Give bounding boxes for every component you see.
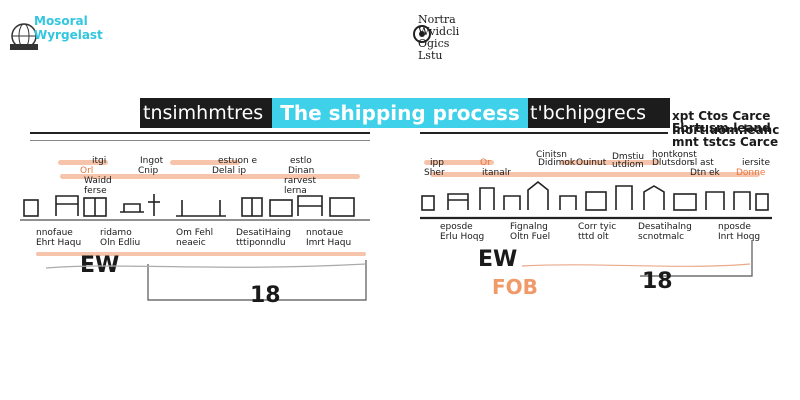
highlight-stroke <box>170 160 240 165</box>
highlight-stroke <box>430 172 760 177</box>
step-label: estlo <box>290 156 312 166</box>
highlight-stroke <box>60 174 360 179</box>
step-label: sl ast <box>690 158 714 168</box>
header-right-line: mnt tstcs Carce <box>672 135 779 149</box>
left-bracket <box>45 260 367 301</box>
highlight-stroke <box>424 160 494 165</box>
step-label: Cinitsn <box>536 150 567 160</box>
header-right-line: xpt Ctos Carce <box>672 109 771 123</box>
step-label: Dlutsdon <box>652 158 693 168</box>
page-title: The shipping process <box>272 98 528 128</box>
left-top-rule <box>30 132 370 134</box>
step-label: Waidd <box>84 176 112 186</box>
bottom-label: DesatiHaing <box>236 228 291 238</box>
step-label: ferse <box>84 186 107 196</box>
bottom-label: Om Fehl <box>176 228 214 238</box>
bottom-label: ridamo <box>100 228 132 238</box>
step-label: Delal ip <box>212 166 247 176</box>
step-label: Dmstiu <box>612 152 645 162</box>
step-label: itanalr <box>482 168 511 178</box>
step-label: iersite <box>742 158 770 168</box>
header-right-block: xpt Ctos Carce Ebrtusm.leand <box>672 110 771 134</box>
bottom-label: nnofaue <box>36 228 73 238</box>
bottom-label: Oltn Fuel <box>510 232 551 242</box>
header-right-line: Ebrtusm.leand <box>672 121 771 135</box>
bottom-label: Oln Edliu <box>100 238 141 248</box>
bottom-label: Imrt Haqu <box>306 238 352 248</box>
step-label: Ouinut <box>576 158 607 168</box>
right-logo-text: Nortra Wvidcli Ogics Lstu <box>418 13 460 62</box>
bottom-label: Fignalng <box>510 222 548 232</box>
bottom-label: scnotmalc <box>638 232 685 242</box>
step-label: itgi <box>92 156 107 166</box>
step-label: Donne <box>736 168 766 178</box>
left-route-icons <box>20 194 370 221</box>
step-label: Sher <box>424 168 445 178</box>
header-right-line: Inort.uom.leanc <box>672 123 780 137</box>
step-label: utdiom <box>612 160 644 170</box>
bottom-label: nposde <box>718 222 751 232</box>
right-bracket <box>521 240 753 277</box>
right-top-rule <box>420 132 668 134</box>
bottom-label: neaeic <box>176 238 206 248</box>
globe-icon <box>10 23 38 50</box>
bottom-label: Inrt Hoqg <box>718 232 761 242</box>
step-label: estuon e <box>218 156 258 166</box>
step-label: rarvest <box>284 176 316 186</box>
bottom-label: eposde <box>440 222 473 232</box>
step-label: Dinan <box>288 166 315 176</box>
step-label: hontkonst <box>652 150 697 160</box>
right-route-icons <box>420 180 772 220</box>
header-right-block-2: Inort.uom.leanc mnt tstcs Carce <box>672 124 779 148</box>
fob-label: FOB <box>492 275 538 299</box>
step-label: Didimok <box>538 158 576 168</box>
bottom-label: Corr tyic <box>578 222 617 232</box>
term-label-left: EW <box>80 253 120 278</box>
step-label: Orl <box>80 166 94 176</box>
step-label: Ingot <box>140 156 164 166</box>
bottom-label: Desatihalng <box>638 222 692 232</box>
highlight-stroke <box>560 160 660 165</box>
highlight-stroke <box>58 160 108 165</box>
band-right-text: t'bchipgrecs <box>530 102 647 124</box>
left-sub-rule <box>30 140 370 141</box>
step-label: lerna <box>284 186 307 196</box>
step-label: Cnip <box>138 166 159 176</box>
highlight-stroke <box>36 252 366 256</box>
bottom-label: tttd olt <box>578 232 609 242</box>
bottom-label: Ehrt Haqu <box>36 238 82 248</box>
gear-icon <box>413 25 431 43</box>
band-left-text: tnsimhmtres <box>143 102 264 124</box>
term-sublabel-left: 18 <box>250 283 281 308</box>
step-label: Or <box>480 158 491 168</box>
bottom-label: nnotaue <box>306 228 344 238</box>
step-label: Dtn ek <box>690 168 720 178</box>
term-sublabel-right: 18 <box>642 269 673 294</box>
term-label-right: EW <box>478 247 518 272</box>
left-logo-text: Mosoral Wyrgelast <box>34 14 103 42</box>
bottom-label: Erlu Hoqg <box>440 232 485 242</box>
step-label: ipp <box>430 158 444 168</box>
bottom-label: tttiponndlu <box>236 238 286 248</box>
